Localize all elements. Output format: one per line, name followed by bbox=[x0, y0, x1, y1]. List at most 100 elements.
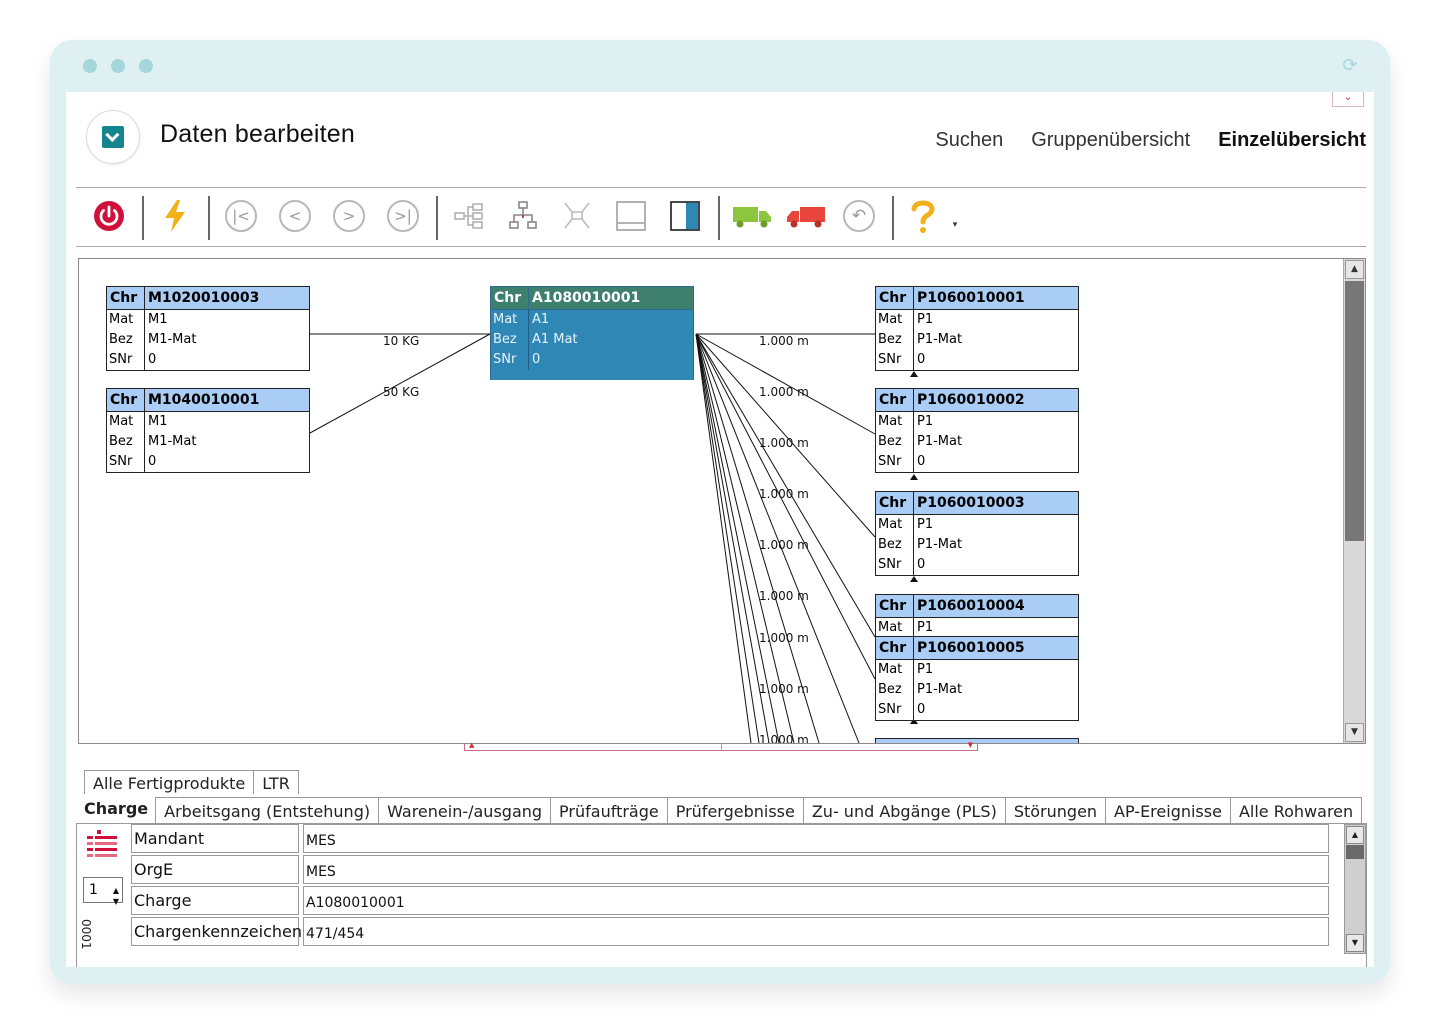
node-key: Mat bbox=[107, 412, 145, 432]
tab-stoerungen[interactable]: Störungen bbox=[1004, 797, 1107, 825]
tab-warenein-ausgang[interactable]: Warenein-/ausgang bbox=[378, 797, 552, 825]
panel-right-icon[interactable] bbox=[666, 197, 704, 235]
toolbar-separator bbox=[208, 196, 210, 240]
nav-gruppenuebersicht[interactable]: Gruppenübersicht bbox=[1031, 129, 1191, 151]
tab-charge[interactable]: Charge bbox=[76, 795, 157, 825]
tab-alle-fertigprodukte[interactable]: Alle Fertigprodukte bbox=[84, 770, 255, 794]
stepper-up-icon[interactable]: ▲ bbox=[112, 886, 119, 895]
node-key: Bez bbox=[876, 535, 914, 555]
overflow-icon[interactable]: ▾ bbox=[952, 220, 958, 230]
node-key: Chr bbox=[876, 287, 914, 309]
nav-suchen[interactable]: Suchen bbox=[935, 129, 1004, 151]
panel-scrollbar[interactable]: ▲ ▼ bbox=[1344, 824, 1366, 954]
edge-label: 1.000 m bbox=[759, 538, 809, 552]
node-value: P1-Mat bbox=[917, 434, 963, 449]
node-value: 0 bbox=[917, 454, 926, 469]
edge-label: 1.000 m bbox=[759, 733, 809, 744]
node-key: Mat bbox=[491, 310, 529, 330]
logo-icon bbox=[102, 126, 124, 148]
tab-pruefergebnisse[interactable]: Prüfergebnisse bbox=[666, 797, 804, 825]
scroll-thumb[interactable] bbox=[1345, 281, 1364, 541]
splitter-handle[interactable]: ▲ ▼ bbox=[464, 741, 978, 751]
last-icon[interactable]: >| bbox=[384, 197, 422, 235]
record-index-value: 1 bbox=[89, 882, 98, 898]
scroll-up-button[interactable]: ▲ bbox=[1346, 826, 1364, 844]
diagram-canvas[interactable]: 10 KG 50 KG 1.000 m 1.000 m 1.000 m 1.00… bbox=[78, 258, 1366, 744]
tree-down-icon[interactable] bbox=[504, 197, 542, 235]
header-divider bbox=[76, 187, 1366, 188]
scroll-up-button[interactable]: ▲ bbox=[1345, 260, 1364, 279]
node-batch-id: M1020010003 bbox=[148, 290, 260, 306]
node-key: Chr bbox=[876, 492, 914, 514]
node-batch-id: P1060010005 bbox=[917, 640, 1025, 656]
node-key: SNr bbox=[876, 350, 914, 370]
scroll-down-button[interactable]: ▼ bbox=[1346, 934, 1364, 952]
node-value: M1-Mat bbox=[148, 434, 197, 449]
toolbar-separator bbox=[142, 196, 144, 240]
prev-icon[interactable]: < bbox=[276, 197, 314, 235]
scroll-down-button[interactable]: ▼ bbox=[1345, 723, 1364, 742]
tree-merge-icon[interactable] bbox=[558, 197, 596, 235]
stepper-down-icon[interactable]: ▼ bbox=[112, 897, 119, 906]
node-key: SNr bbox=[876, 452, 914, 472]
node-key: Mat bbox=[876, 310, 914, 330]
record-index-stepper[interactable]: 1 ▲ ▼ bbox=[83, 877, 123, 906]
first-icon[interactable]: |< bbox=[222, 197, 260, 235]
diagram-scrollbar[interactable]: ▲ ▼ bbox=[1343, 259, 1365, 743]
tab-pruefauftraege[interactable]: Prüfaufträge bbox=[550, 797, 668, 825]
node-value: P1 bbox=[917, 312, 934, 327]
node-key: SNr bbox=[107, 452, 145, 472]
panel-bottom-icon[interactable] bbox=[612, 197, 650, 235]
node-key: Bez bbox=[876, 432, 914, 452]
next-icon[interactable]: > bbox=[330, 197, 368, 235]
node-key: Chr bbox=[107, 389, 145, 411]
node-key: SNr bbox=[876, 700, 914, 720]
field-value-mandant[interactable]: MES bbox=[303, 824, 1329, 853]
truck-green-icon[interactable] bbox=[730, 197, 774, 235]
field-row: Mandant MES bbox=[131, 824, 1361, 854]
node-value: 0 bbox=[917, 557, 926, 572]
edge-label: 10 KG bbox=[383, 334, 420, 348]
help-icon[interactable] bbox=[904, 197, 942, 235]
tab-ap-ereignisse[interactable]: AP-Ereignisse bbox=[1105, 797, 1231, 825]
field-value-orge[interactable]: MES bbox=[303, 855, 1329, 884]
field-label: Mandant bbox=[131, 824, 299, 853]
undo-icon[interactable]: ↶ bbox=[840, 197, 878, 235]
edge-label: 1.000 m bbox=[759, 334, 809, 348]
tab-arbeitsgang[interactable]: Arbeitsgang (Entstehung) bbox=[155, 797, 380, 825]
tab-alle-rohwaren[interactable]: Alle Rohwaren bbox=[1229, 797, 1363, 825]
node-value: M1-Mat bbox=[148, 332, 197, 347]
page-title: Daten bearbeiten bbox=[160, 120, 356, 148]
collapse-header-button[interactable]: ⌄ bbox=[1332, 92, 1364, 107]
lightning-icon[interactable] bbox=[156, 197, 194, 235]
field-value-chargenkennzeichen[interactable]: 471/454 bbox=[303, 917, 1329, 946]
field-label: Charge bbox=[131, 886, 299, 915]
power-icon[interactable] bbox=[90, 197, 128, 235]
truck-red-icon[interactable] bbox=[784, 197, 828, 235]
edge-label: 1.000 m bbox=[759, 631, 809, 645]
node-value: A1 Mat bbox=[532, 332, 578, 347]
diagram-edges bbox=[141, 288, 918, 743]
nav-einzeluebersicht[interactable]: Einzelübersicht bbox=[1218, 129, 1366, 151]
tree-left-icon[interactable] bbox=[450, 197, 488, 235]
edge-label: 1.000 m bbox=[759, 487, 809, 501]
tab-zu-abgaenge[interactable]: Zu- und Abgänge (PLS) bbox=[802, 797, 1006, 825]
tab-ltr[interactable]: LTR bbox=[253, 770, 299, 794]
field-value-charge[interactable]: A1080010001 bbox=[303, 886, 1329, 915]
toolbar: |< < > >| bbox=[76, 188, 1366, 247]
tab-row-main: Charge Arbeitsgang (Entstehung) Warenein… bbox=[76, 795, 1363, 825]
node-value: 0 bbox=[532, 352, 541, 367]
list-view-icon[interactable] bbox=[85, 829, 121, 863]
scroll-thumb[interactable] bbox=[1346, 845, 1364, 859]
refresh-icon[interactable]: ⟳ bbox=[1342, 55, 1358, 76]
node-key: Chr bbox=[107, 287, 145, 309]
tab-row-top: Alle Fertigprodukte LTR bbox=[84, 770, 299, 794]
